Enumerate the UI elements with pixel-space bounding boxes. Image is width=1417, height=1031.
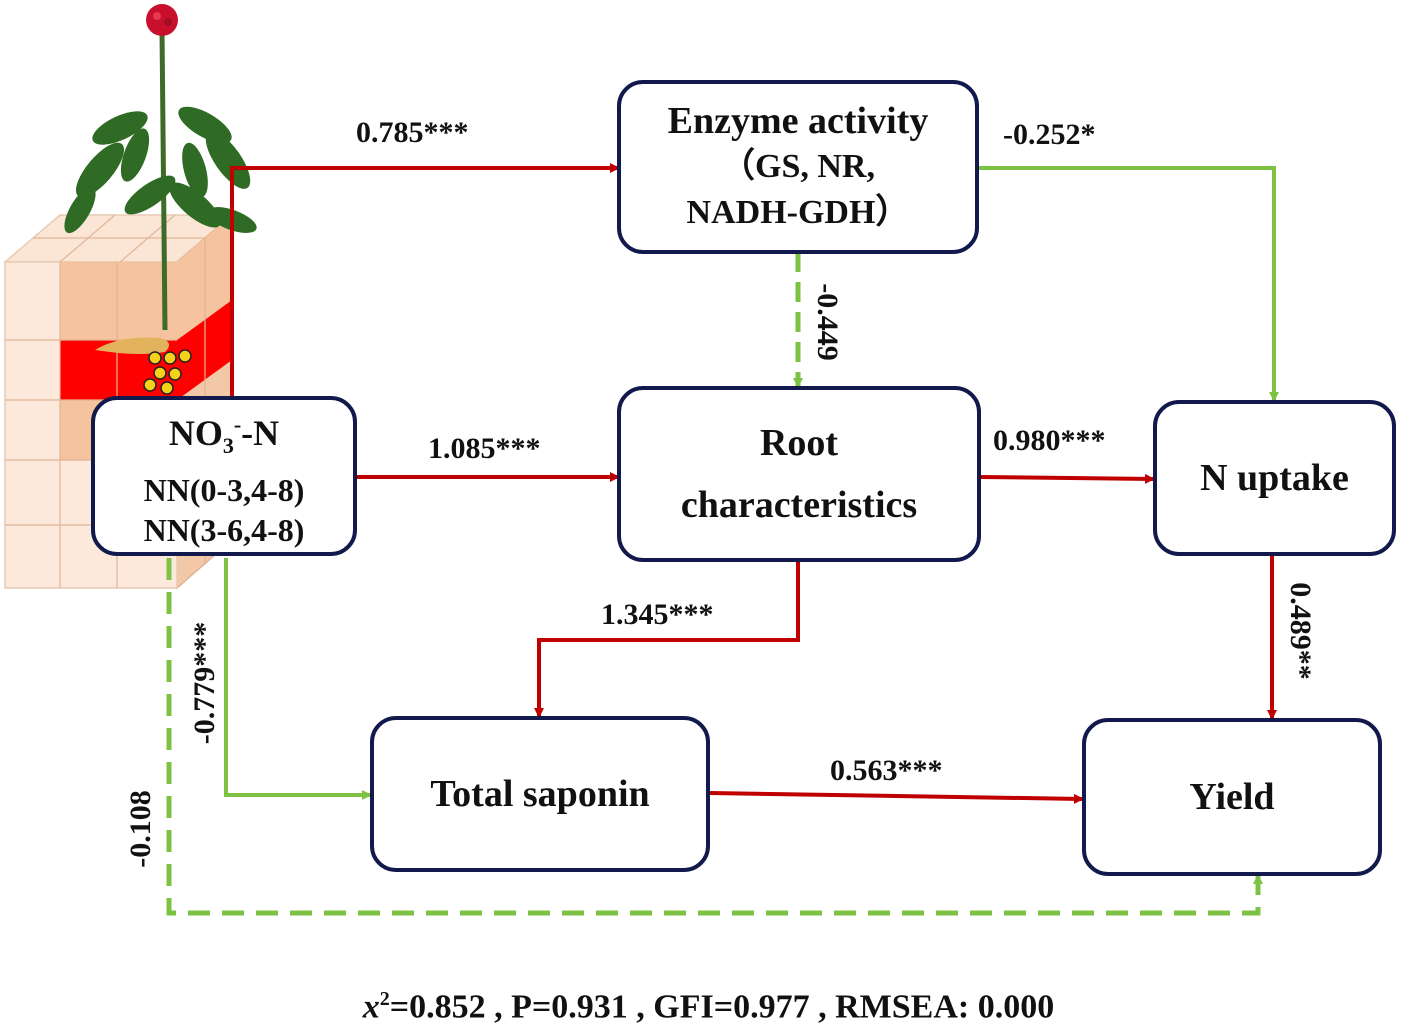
root-nodules	[143, 349, 192, 395]
arrow-nitrate-yield	[166, 558, 1263, 916]
enzyme-line2: （GS, NR,	[721, 148, 875, 185]
plant-flower	[146, 4, 178, 36]
node-yield: Yield	[1082, 718, 1382, 876]
coef-root-nuptake: 0.980***	[993, 424, 1106, 457]
nitrate-formula-rest: -N	[241, 413, 280, 454]
node-root-characteristics: Root characteristics	[617, 386, 981, 562]
node-nitrate: NO3--N NN(0-3,4-8) NN(3-6,4-8)	[91, 396, 357, 556]
chi-square-exponent: 2	[379, 988, 390, 1010]
n-uptake-label: N uptake	[1200, 457, 1349, 499]
coef-nitrate-enzyme: 0.785***	[356, 116, 469, 149]
arrow-nitrate-enzyme	[230, 163, 620, 400]
coef-saponin-yield: 0.563***	[830, 754, 943, 787]
enzyme-line1: Enzyme activity	[667, 100, 929, 142]
coef-enzyme-nuptake: -0.252*	[1003, 118, 1096, 151]
arrow-nitrate-saponin	[224, 558, 372, 800]
arrow-enzyme-nuptake	[978, 166, 1279, 402]
arrow-root-saponin	[534, 562, 800, 718]
soil-layer-upper	[60, 262, 177, 340]
coef-nuptake-yield: 0.489**	[1284, 582, 1317, 680]
nitrate-formula-sub: 3	[222, 433, 234, 459]
chi-square-symbol: x	[362, 988, 380, 1026]
root-line2: characteristics	[680, 484, 918, 526]
root-line1: Root	[759, 422, 839, 464]
nitrate-formula-sup: -	[233, 412, 242, 438]
node-n-uptake: N uptake	[1153, 400, 1396, 556]
node-total-saponin: Total saponin	[370, 716, 710, 872]
yield-label: Yield	[1189, 776, 1275, 818]
node-enzyme-activity: Enzyme activity （GS, NR, NADH-GDH）	[617, 80, 979, 254]
nitrate-line3: NN(3-6,4-8)	[143, 511, 305, 548]
coef-nitrate-root: 1.085***	[428, 432, 541, 465]
nitrate-line1: NO3--N	[169, 402, 279, 469]
plant-root	[95, 337, 169, 354]
arrow-saponin-yield	[709, 791, 1084, 804]
nitrate-line2: NN(0-3,4-8)	[143, 471, 305, 508]
coef-nitrate-saponin: -0.779***	[188, 621, 221, 745]
arrow-root-nuptake	[979, 473, 1155, 484]
saponin-label: Total saponin	[430, 773, 650, 815]
coef-nitrate-yield: -0.108	[124, 790, 157, 868]
enzyme-line3: NADH-GDH）	[686, 194, 910, 231]
model-fit-statistics: x2=0.852 , P=0.931 , GFI=0.977 , RMSEA: …	[0, 988, 1417, 1026]
coef-enzyme-root: -0.449	[811, 283, 844, 361]
fit-values: =0.852 , P=0.931 , GFI=0.977 , RMSEA: 0.…	[389, 988, 1055, 1026]
nitrate-formula-main: NO	[168, 413, 223, 454]
coef-root-saponin: 1.345***	[601, 598, 714, 631]
